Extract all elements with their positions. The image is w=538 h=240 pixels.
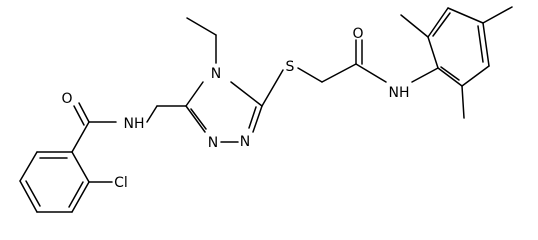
atom-nh-anilide: NH [389,85,410,101]
bond [437,67,463,87]
bond [185,81,204,107]
bond [19,180,38,213]
atom-nh-amide: NH [124,116,145,132]
atom-n-triazole-2: N [240,134,250,150]
atom-n-triazole-3: N [208,135,218,151]
atom-labels: O NH N S O NH N N Cl [61,26,409,191]
bond [461,65,490,87]
bond [447,7,484,24]
bond [440,66,460,81]
bond [261,69,284,107]
bond [355,63,387,83]
bond [482,6,513,24]
bond [73,105,85,126]
bond [248,106,257,129]
bond [78,102,90,123]
atom-o-amide: O [61,91,72,107]
bond [19,151,38,182]
atom-s: S [286,59,295,75]
bond [461,85,465,119]
bond [432,12,451,37]
bond [230,81,263,107]
bond [400,14,429,38]
bond [482,22,490,67]
bond [146,105,158,123]
bond [477,25,484,63]
bond [411,67,439,83]
bond [427,36,439,69]
bond [252,105,263,133]
bond [297,67,323,83]
bond [185,105,206,133]
atom-o-acetamide: O [352,26,363,42]
bond [321,63,357,83]
atom-cl: Cl [114,175,128,191]
atom-n-ethyl: N [211,66,221,82]
bond [427,7,449,38]
bond [186,17,217,36]
bond [68,181,84,208]
molecule-structure: O NH N S O NH N N Cl [19,6,513,213]
bond [71,181,90,213]
bond [71,151,90,183]
bond [25,180,41,207]
bond [71,121,90,153]
bonds [19,6,513,213]
bond [190,108,207,130]
